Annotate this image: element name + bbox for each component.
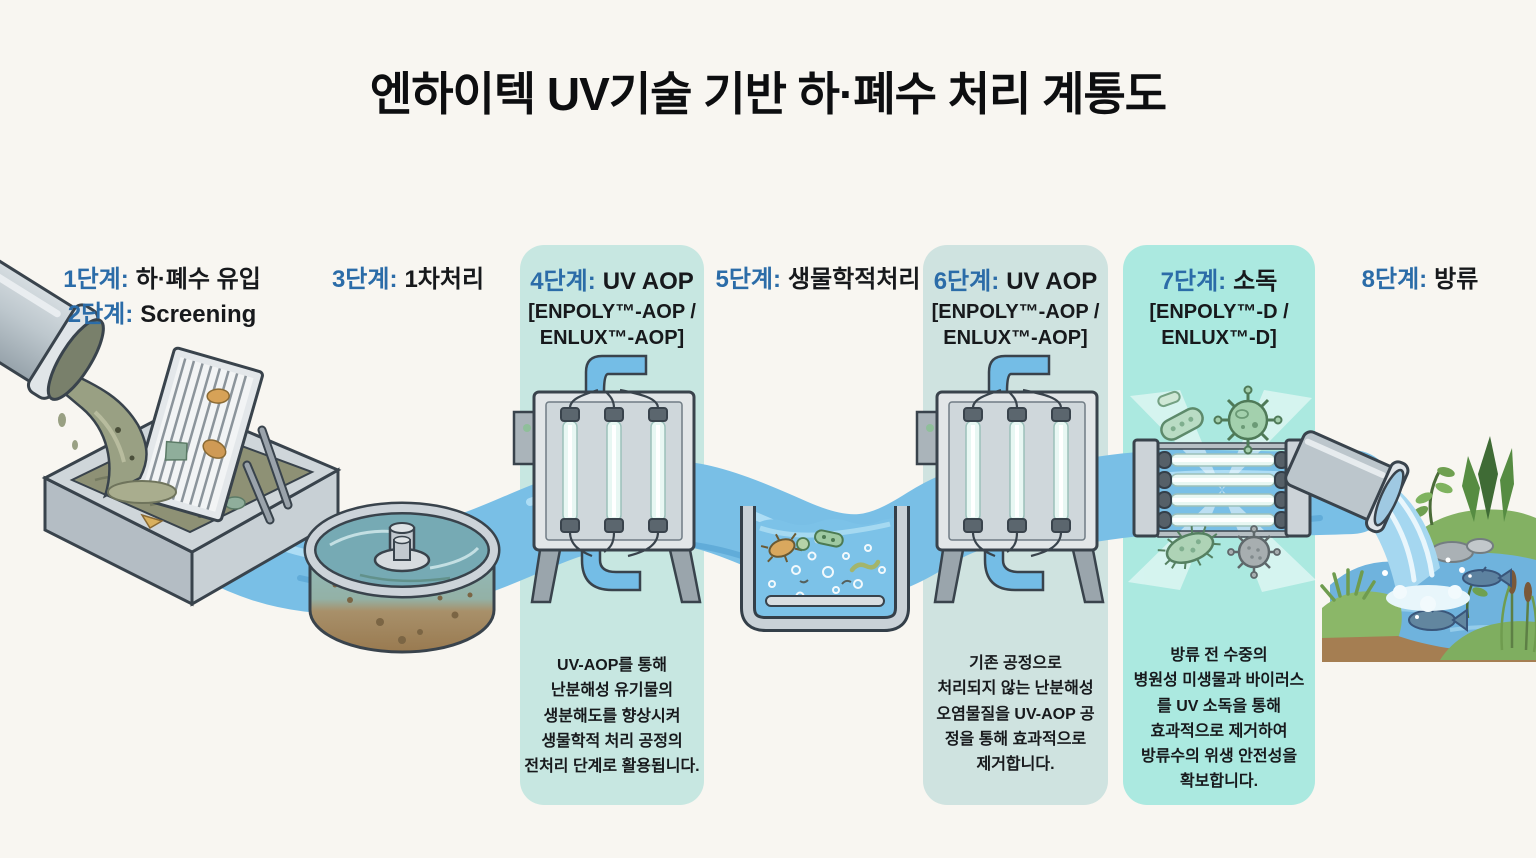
stage-description-6: 기존 공정으로 처리되지 않는 난분해성 오염물질을 UV-AOP 공 정을 통… <box>936 655 1095 774</box>
panel-stage6: 6단계:UV AOP [ENPOLY™-AOP / ENLUX™-AOP] 기존… <box>923 245 1108 805</box>
stage-label-8: 8단계:방류 <box>1361 266 1479 293</box>
stage-description-4: UV-AOP를 통해 난분해성 유기물의 생분해도를 향상시켜 생물학적 처리 … <box>524 657 700 776</box>
pond-scene-icon <box>1320 436 1536 662</box>
panel-stage7: 7단계:소독 [ENPOLY™-D / ENLUX™-D] 방류 전 수중의 병… <box>1123 245 1315 805</box>
cattail-icon <box>1500 570 1536 653</box>
primary-clarifier-icon <box>303 501 501 654</box>
stage-label-6: 6단계:UV AOP <box>933 268 1098 295</box>
stage-subtitle-6: [ENPOLY™-AOP / ENLUX™-AOP] <box>931 301 1100 350</box>
stage-label-4: 4단계:UV AOP <box>530 268 694 295</box>
fish-icon <box>1462 566 1512 588</box>
screen-mesh-icon <box>131 346 293 525</box>
stage-subtitle-4: [ENPOLY™-AOP / ENLUX™-AOP] <box>528 301 696 350</box>
screening-basin-icon <box>41 403 342 607</box>
sewage-stream-icon <box>42 366 177 504</box>
bio-tank-icon <box>740 506 910 632</box>
stage-label-5: 5단계:생물학적처리 <box>715 266 921 293</box>
panel-stage4: 4단계:UV AOP [ENPOLY™-AOP / ENLUX™-AOP] UV… <box>520 245 704 805</box>
stage-subtitle-7: [ENPOLY™-D / ENLUX™-D] <box>1149 301 1289 350</box>
discharge-waterfall-icon <box>1350 478 1470 612</box>
plant-icon <box>1411 436 1514 619</box>
fish-icon <box>1408 605 1468 632</box>
stage-label-1-2: 1단계:하·폐수 유입 2단계:Screening <box>63 266 261 328</box>
page-title: 엔하이텍 UV기술 기반 하·폐수 처리 계통도 <box>369 68 1167 120</box>
stage-label-7: 7단계:소독 <box>1160 268 1278 295</box>
stage-description-7: 방류 전 수중의 병원성 미생물과 바이러스 를 UV 소독을 통해 효과적으로… <box>1133 647 1305 791</box>
stage-label-3: 3단계:1차처리 <box>331 266 485 293</box>
